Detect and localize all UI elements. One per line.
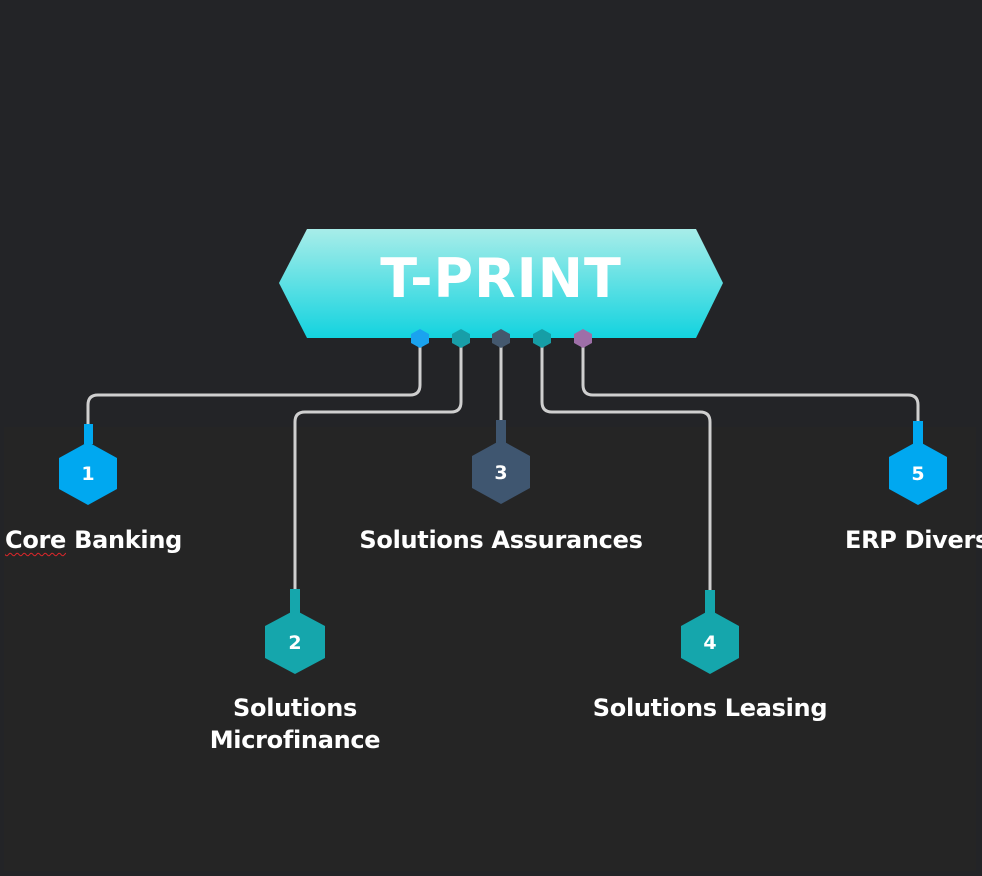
node-1: 1 — [59, 424, 117, 505]
connector-line-1 — [86, 344, 422, 429]
node-3-number: 3 — [494, 462, 507, 484]
node-3-hexagon — [472, 440, 530, 504]
node-3-label: Solutions Assurances — [351, 524, 651, 556]
node-2-number: 2 — [288, 632, 301, 654]
node-4-label: Solutions Leasing — [585, 692, 835, 724]
node-5-stem — [913, 421, 923, 445]
hub-port-2 — [452, 329, 470, 348]
node-5: 5 — [889, 421, 947, 505]
connector-line-5 — [581, 344, 920, 426]
node-1-label-word-1: Core — [5, 526, 67, 554]
node-2: 2 — [265, 589, 325, 674]
node-5-label: ERP Divers — [845, 524, 982, 556]
node-5-label-line-1: ERP Divers — [845, 526, 982, 554]
node-1-label-word-2: Banking — [74, 526, 183, 554]
node-1-label: Core Banking — [5, 524, 182, 556]
node-4-label-line-1: Solutions Leasing — [592, 694, 828, 722]
node-2-label-line-1: Solutions — [233, 694, 357, 722]
node-2-stem — [290, 589, 300, 613]
node-4-number: 4 — [703, 632, 716, 654]
node-1-stem — [84, 424, 93, 444]
node-4: 4 — [681, 590, 739, 674]
node-4-hexagon — [681, 610, 739, 674]
hub-port-1 — [411, 329, 429, 348]
hub-port-4 — [533, 329, 551, 348]
connector-line-2 — [293, 344, 463, 592]
connector-line-4 — [540, 344, 712, 594]
hub-port-5 — [574, 329, 592, 348]
node-1-number: 1 — [81, 463, 94, 485]
node-3-label-line-1: Solutions Assurances — [359, 526, 643, 554]
background-panel — [4, 427, 976, 871]
node-2-hexagon — [265, 610, 325, 674]
hub-hexagon — [279, 229, 723, 338]
hub-port-3 — [492, 329, 510, 348]
node-4-stem — [705, 590, 715, 614]
hub-title: T-PRINT — [380, 247, 622, 310]
node-1-hexagon — [59, 442, 117, 505]
node-3-stem — [496, 420, 506, 444]
node-2-label: Solutions Microfinance — [195, 692, 395, 756]
node-5-number: 5 — [911, 463, 924, 485]
node-3: 3 — [472, 420, 530, 504]
node-5-hexagon — [889, 441, 947, 505]
node-2-label-line-2: Microfinance — [209, 726, 381, 754]
